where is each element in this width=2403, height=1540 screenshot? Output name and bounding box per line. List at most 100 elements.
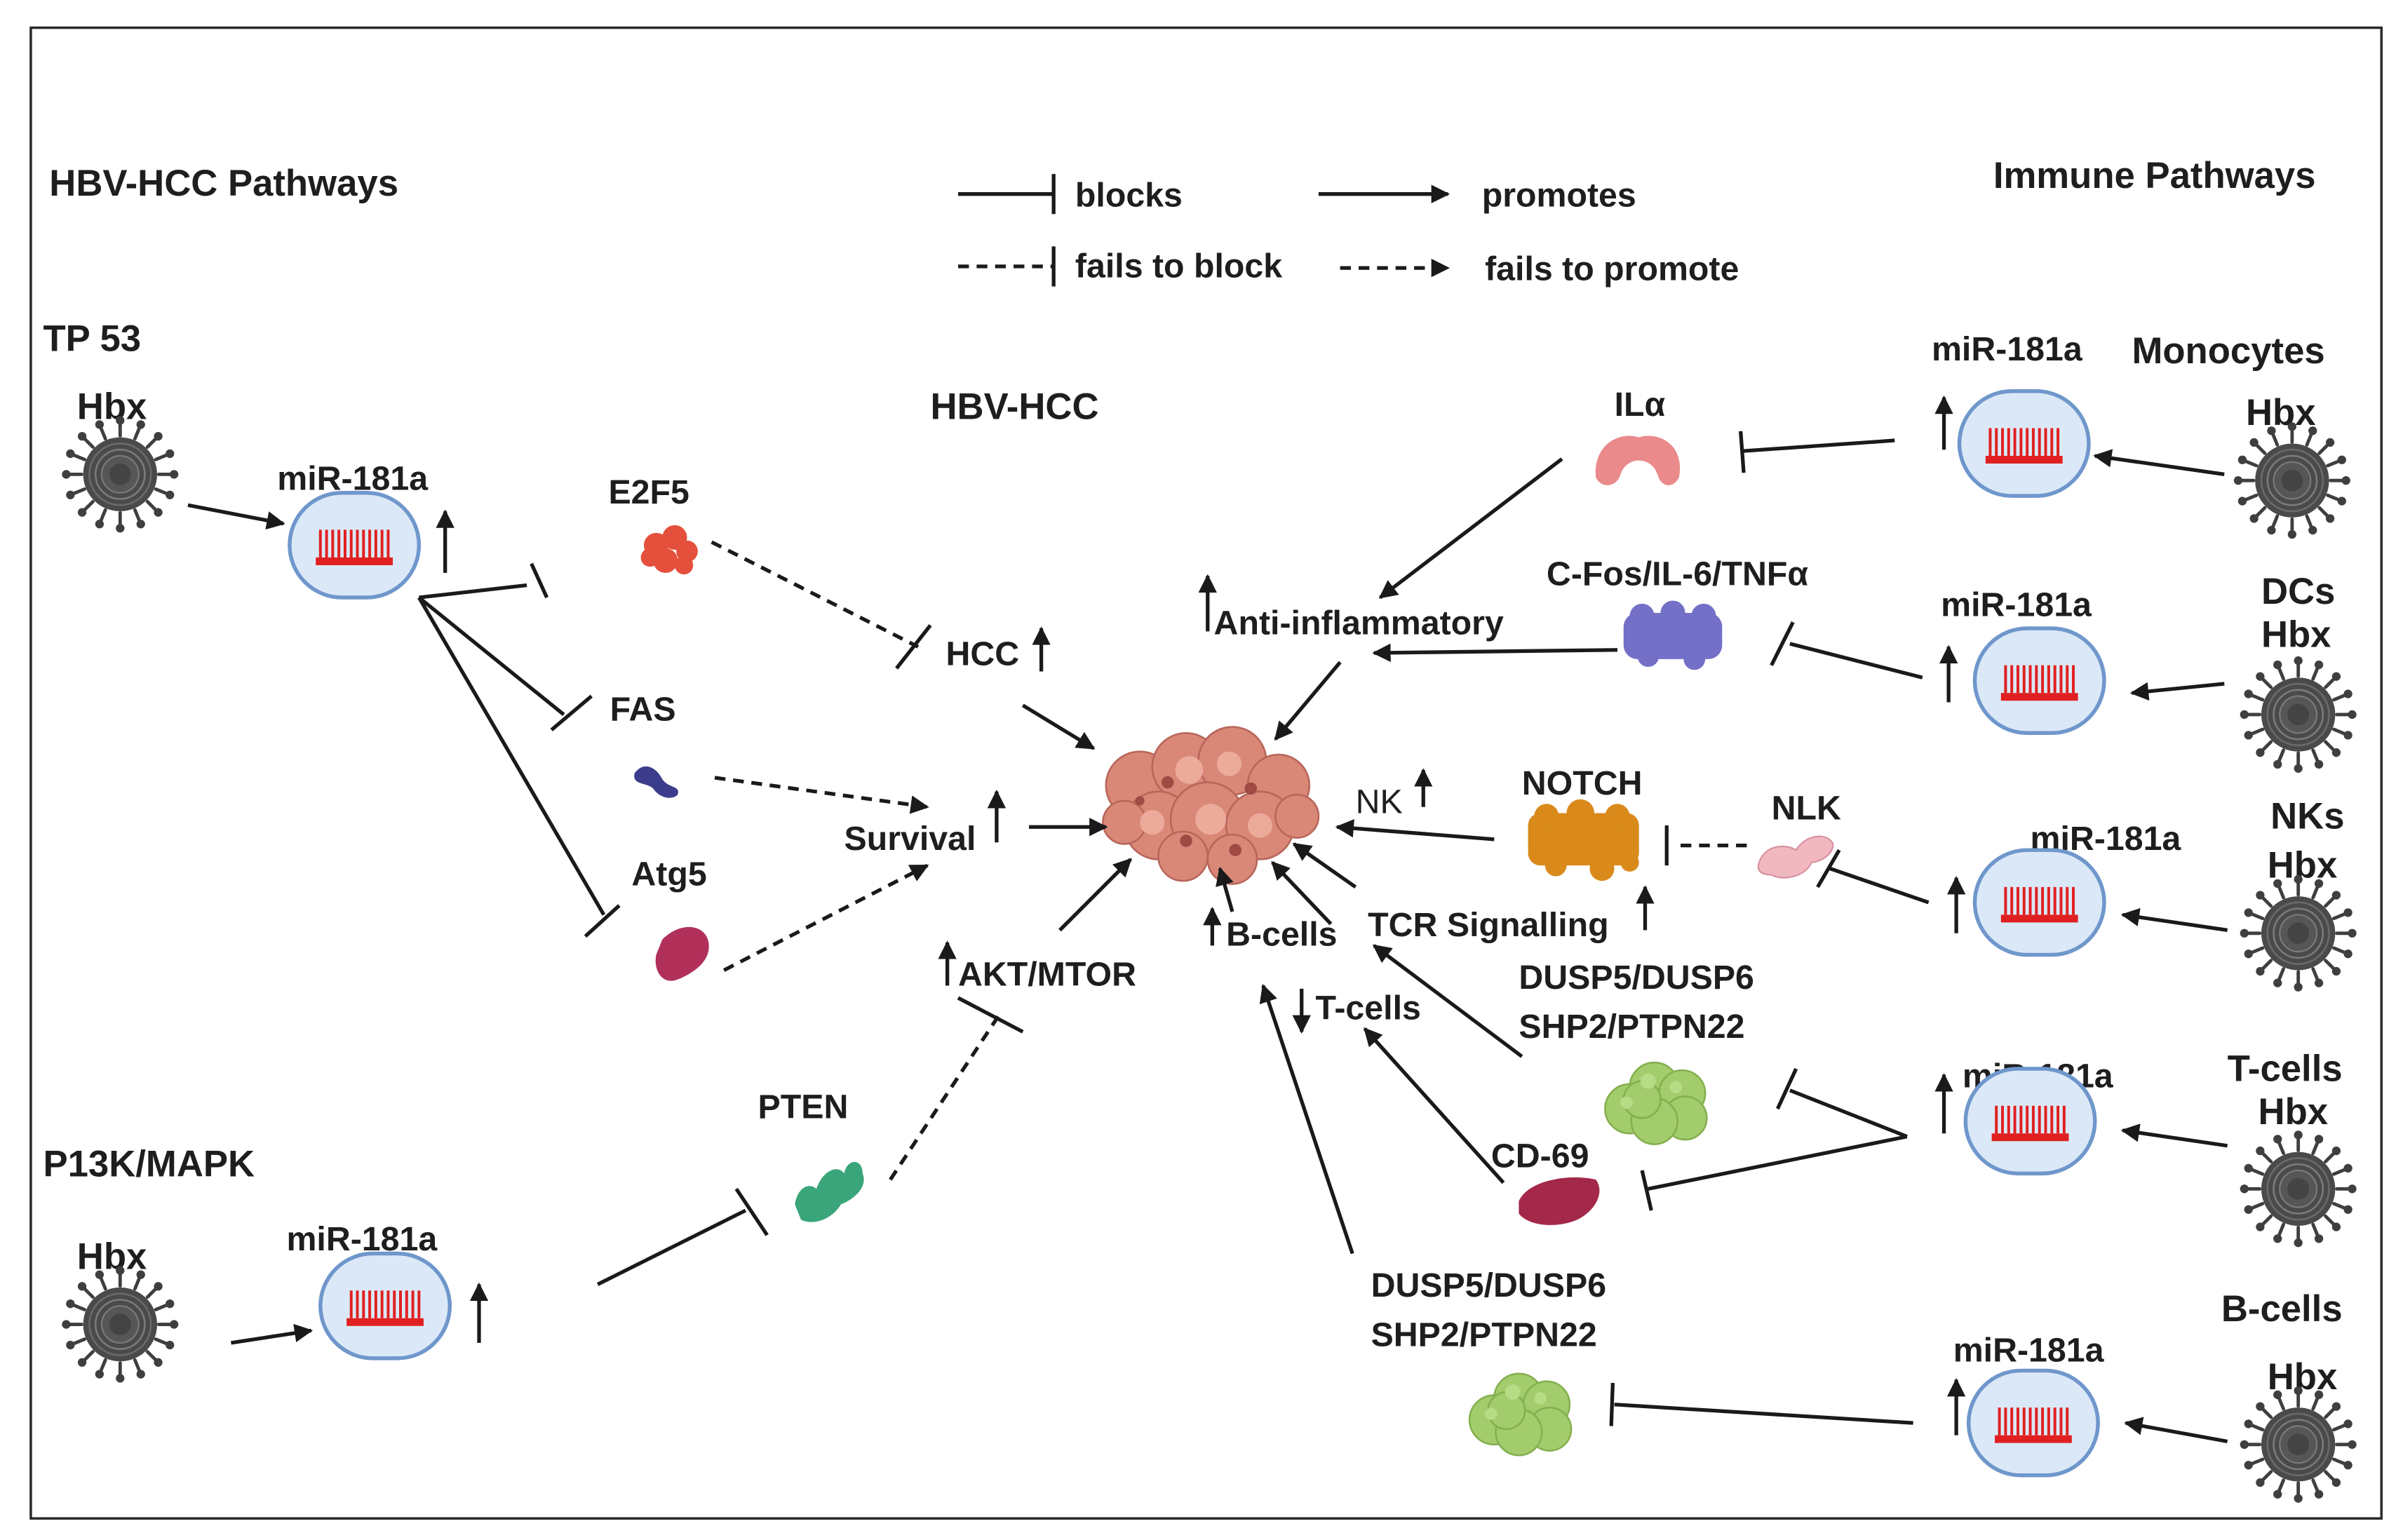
right-header: Immune Pathways (1993, 155, 2316, 196)
ila-label: ILα (1615, 386, 1666, 424)
monocytes-label: Monocytes (2132, 330, 2324, 372)
mir181a-tcells-cell-icon (1965, 1069, 2094, 1173)
fas-protein-icon (634, 766, 679, 798)
mir181a-cell-icon (290, 493, 419, 597)
tumor-cell-cluster-icon (1102, 726, 1320, 885)
hcc-to-tumor-arrow (1021, 703, 1096, 750)
hbx-virus-icon-tcells (2240, 1130, 2357, 1247)
mir-blocks-fas-line (417, 595, 565, 716)
hcc-label: HCC (945, 635, 1019, 673)
hbx-to-mir-tcells-arrow (2120, 1123, 2228, 1148)
notch-label: NOTCH (1522, 764, 1643, 802)
nk-label: NK (1356, 783, 1403, 820)
notch-to-tumor-arrow (1335, 818, 1495, 842)
survival-label: Survival (844, 820, 976, 858)
hbx-to-mir-arrow (187, 503, 285, 530)
hbx-to-mir-nks-arrow (2120, 907, 2228, 932)
notch-protein-icon (1528, 799, 1639, 882)
cfos-to-anti-arrow (1372, 643, 1617, 662)
cfos-label: C-Fos/IL-6/TNFα (1547, 555, 1808, 593)
mir-blocks-dusp-b-line (1614, 1403, 1913, 1425)
hbx-tp53-label: Hbx (77, 386, 147, 427)
atg5-label: Atg5 (631, 856, 706, 893)
cd69-label: CD-69 (1491, 1137, 1589, 1175)
ila-to-anti-arrow (1378, 457, 1563, 600)
tcells-right-label: T-cells (2228, 1048, 2343, 1090)
e2f5-label: E2F5 (608, 473, 689, 511)
hbx-to-mir-dcs-arrow (2129, 682, 2225, 701)
cfos-protein-icon (1623, 600, 1723, 670)
hbx-to-mir-bcells-arrow (2124, 1417, 2228, 1444)
hbx-virus-icon-monocytes (2234, 422, 2350, 539)
dusp-to-tcr-arrow (1372, 944, 1523, 1058)
e2f5-protein-icon (640, 525, 698, 575)
hbx-to-mir-monocytes-arrow (2093, 449, 2225, 476)
nks-label: NKs (2270, 795, 2344, 837)
e2f5-to-hcc-dashed (711, 540, 920, 649)
bcells-right-label: B-cells (2221, 1288, 2343, 1330)
pten-label: PTEN (758, 1088, 849, 1126)
mir2-blocks-pten-line (596, 1208, 747, 1286)
mir-blocks-ila-line (1740, 438, 1895, 454)
cd69-to-tcells-arrow (1363, 1027, 1505, 1184)
mir181a-monocytes-label: miR-181a (1932, 330, 2083, 368)
tcells-to-tumor-arrow (1271, 860, 1333, 926)
mir181a-monocytes-cell-icon (1960, 391, 2089, 496)
nlk-protein-icon (1757, 835, 1834, 879)
mir181a-dcs-label: miR-181a (1941, 586, 2092, 623)
mir-blocks-nlk-line (1829, 867, 1930, 905)
mir-blocks-cd69-line (1648, 1135, 1908, 1191)
bcells-center-label: B-cells (1226, 915, 1337, 953)
mir181a-nks-cell-icon (1974, 850, 2104, 954)
dusp-tcells-label-1: DUSP5/DUSP6 (1519, 959, 1754, 997)
p13k-label: P13K/MAPK (43, 1144, 255, 1185)
fas-label: FAS (610, 691, 676, 729)
hbx-virus-icon-bcells (2240, 1386, 2357, 1503)
anti-to-tumor-arrow (1274, 661, 1342, 741)
dusp-bcells-label-1: DUSP5/DUSP6 (1371, 1267, 1607, 1304)
nlk-label: NLK (1772, 789, 1841, 827)
atg5-to-survival-dashed (722, 863, 929, 972)
dcs-label: DCs (2261, 571, 2335, 612)
hbx-virus-icon-nks (2240, 875, 2357, 992)
mir181a-dcs-cell-icon (1974, 628, 2104, 733)
mir-blocks-atg5-line (417, 596, 606, 916)
mir181a-cell-icon-2 (321, 1254, 450, 1358)
hbx-virus-icon-dcs (2240, 656, 2357, 773)
legend-fails-block-label: fails to block (1075, 247, 1282, 285)
hbx-virus-icon-2 (62, 1267, 178, 1383)
tp53-label: TP 53 (43, 318, 141, 360)
legend: blocks promotes fails to block fails to … (958, 174, 1739, 288)
mir-blocks-cfos-line (1789, 642, 1923, 680)
mir181a-bcells-label: miR-181a (1953, 1331, 2105, 1369)
legend-promotes-label: promotes (1482, 176, 1636, 214)
hbx-monocytes-label: Hbx (2246, 392, 2316, 433)
center-title: HBV-HCC (930, 386, 1098, 427)
dusp-tcells-label-2: SHP2/PTPN22 (1519, 1008, 1744, 1046)
pten-to-akt-dashed (889, 1015, 1000, 1181)
akt-to-tumor-arrow (1058, 858, 1132, 932)
hbx2-to-mir2-arrow (231, 1323, 314, 1345)
dusp-bcells-label-2: SHP2/PTPN22 (1371, 1316, 1597, 1353)
pten-protein-icon (795, 1161, 864, 1222)
tcells-center-label: T-cells (1316, 989, 1421, 1027)
cd69-protein-icon (1519, 1177, 1600, 1225)
hbx-tcells-label: Hbx (2259, 1091, 2329, 1133)
left-header: HBV-HCC Pathways (49, 163, 398, 204)
legend-blocks-label: blocks (1075, 176, 1183, 214)
legend-fails-promote-label: fails to promote (1485, 250, 1739, 288)
tcr-signalling-label: TCR Signalling (1368, 906, 1608, 944)
bcells-to-tumor-arrow (1216, 867, 1234, 912)
mir-blocks-e2f5-line (419, 583, 527, 600)
tcr-to-tumor-arrow (1292, 842, 1357, 889)
hbx-virus-icon (62, 416, 178, 532)
anti-inflammatory-label: Anti-inflammatory (1214, 604, 1504, 642)
ila-protein-icon (1595, 435, 1681, 485)
mir-blocks-dusp-t-line (1789, 1088, 1908, 1139)
hbx-dcs-label: Hbx (2261, 614, 2331, 655)
dusp-to-bcells-arrow (1259, 983, 1354, 1255)
atg5-protein-icon (655, 926, 709, 981)
akt-mtor-label: AKT/MTOR (958, 955, 1136, 993)
mir181a-bcells-cell-icon (1969, 1370, 2098, 1475)
